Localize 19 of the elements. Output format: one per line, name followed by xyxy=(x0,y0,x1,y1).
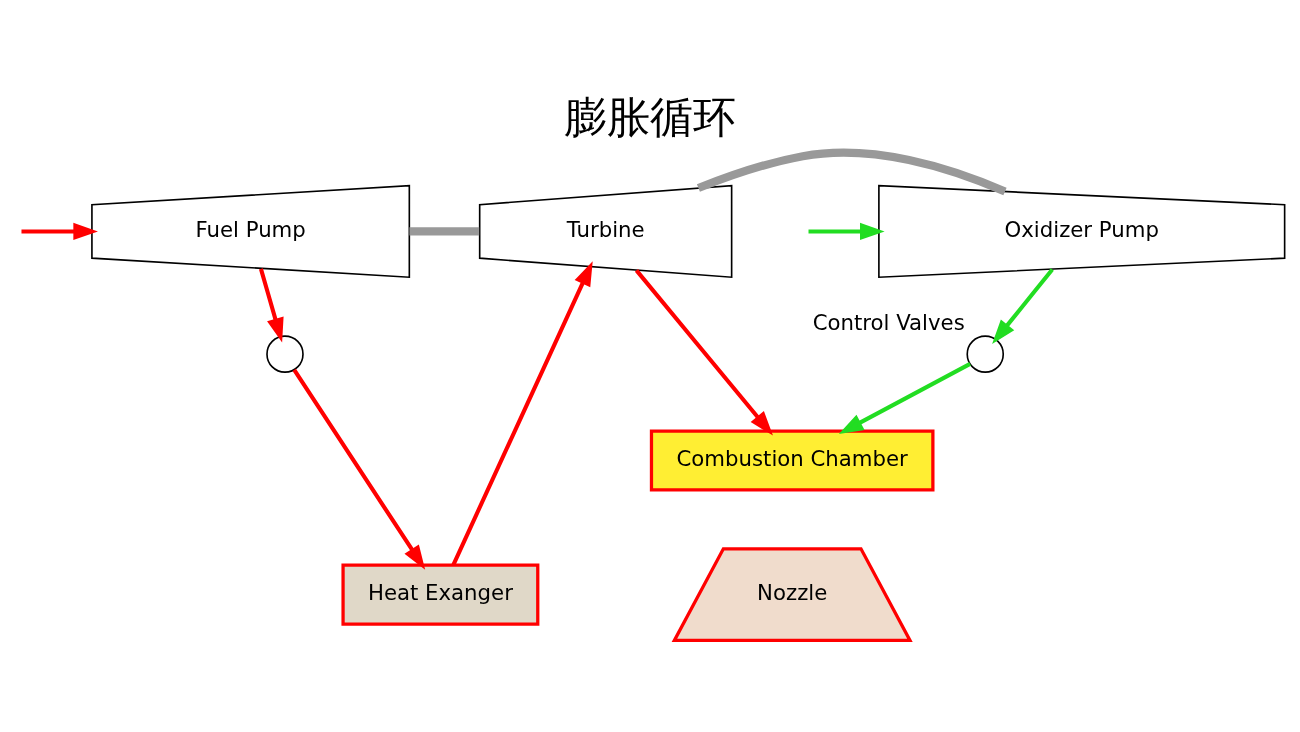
node-box: Fuel Pump xyxy=(91,184,411,279)
arrow xyxy=(838,362,972,434)
node-label: Control Valves xyxy=(812,310,965,336)
arrow xyxy=(992,268,1054,344)
diagram-title: 膨胀循环 xyxy=(564,93,736,143)
arrow xyxy=(292,368,426,570)
node-circle xyxy=(966,335,1005,373)
arrow xyxy=(258,268,284,343)
connector xyxy=(409,227,480,236)
arrow xyxy=(808,222,885,241)
node-box: Heat Exanger xyxy=(341,563,540,626)
connector xyxy=(696,148,1007,196)
arrow xyxy=(21,222,98,241)
node-circle xyxy=(266,335,304,373)
arrow xyxy=(451,261,593,566)
node-box: Turbine xyxy=(478,184,733,279)
node-box: Combustion Chamber xyxy=(649,429,935,492)
arrow xyxy=(634,269,773,436)
node-box: Oxidizer Pump xyxy=(878,184,1286,279)
